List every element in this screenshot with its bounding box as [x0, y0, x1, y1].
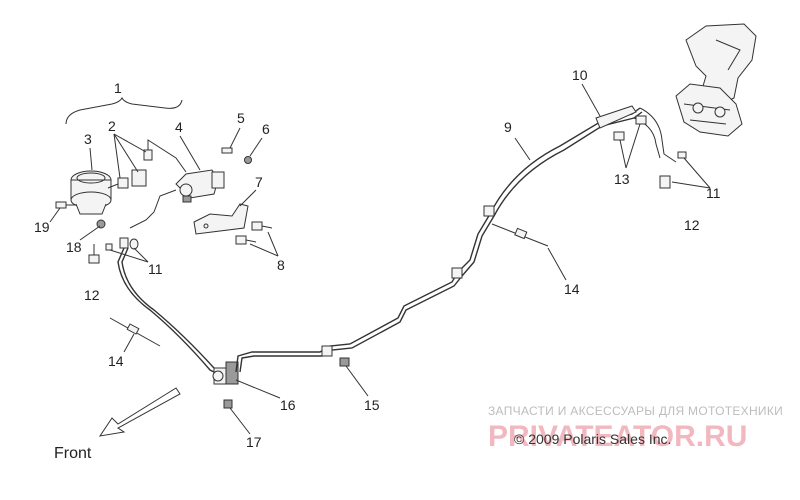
- callout-5: 5: [237, 110, 245, 126]
- junction-16: [212, 361, 239, 385]
- callout-15: 15: [364, 397, 380, 413]
- callout-4: 4: [175, 119, 183, 135]
- group-bracket-1: [65, 96, 183, 125]
- caliper-assembly: [675, 23, 757, 137]
- callout-9: 9: [504, 119, 512, 135]
- screw-15: [339, 357, 350, 367]
- callout-3: 3: [84, 131, 92, 147]
- brake-line-9: [235, 107, 677, 373]
- nut-6: [244, 156, 252, 164]
- callout-11-left: 11: [148, 261, 163, 277]
- callout-8: 8: [277, 257, 285, 273]
- bolt-12-left: [88, 244, 100, 264]
- clip-14-right: [491, 223, 549, 247]
- reservoir: [70, 170, 112, 215]
- callout-12-right: 12: [684, 217, 700, 233]
- bolts-8: [235, 221, 273, 245]
- callout-18: 18: [66, 239, 82, 255]
- callout-6: 6: [262, 121, 270, 137]
- callout-11-right: 11: [706, 185, 721, 201]
- callout-14-right: 14: [564, 281, 580, 297]
- callout-13: 13: [614, 171, 630, 187]
- callout-16: 16: [280, 397, 296, 413]
- callout-1: 1: [114, 80, 122, 96]
- callout-12-left: 12: [84, 287, 100, 303]
- callout-14-left: 14: [108, 353, 124, 369]
- callout-2: 2: [108, 118, 116, 134]
- left-hose: [105, 237, 227, 377]
- front-label: Front: [54, 445, 92, 462]
- nut-18: [96, 219, 106, 229]
- callout-17: 17: [246, 434, 262, 450]
- callout-19: 19: [34, 219, 50, 235]
- bolts-13: [613, 115, 647, 141]
- watermark-tagline: ЗАПЧАСТИ И АКСЕССУАРЫ ДЛЯ МОТОТЕХНИКИ: [488, 404, 783, 418]
- nut-17: [223, 399, 233, 409]
- watermark-logo: PRIVATEATOR.RU: [488, 420, 747, 453]
- bracket-7: [193, 203, 249, 235]
- callout-numbers: 1 2 3 4 5 6 7 8 9 10 11 11 12 12 13 14 1…: [34, 67, 721, 450]
- leader-lines: [49, 83, 711, 435]
- callout-7: 7: [255, 174, 263, 190]
- front-arrow: [98, 387, 181, 437]
- pin-5: [221, 147, 233, 154]
- clip-14-left: [109, 317, 161, 347]
- master-cylinder-4: [129, 169, 225, 229]
- copyright-text: © 2009 Polaris Sales Inc.: [514, 431, 671, 447]
- callout-10: 10: [572, 67, 588, 83]
- screw-19: [55, 201, 76, 209]
- fittings-2: [107, 139, 187, 189]
- bracket-10: [595, 105, 637, 129]
- right-fittings: [659, 151, 687, 189]
